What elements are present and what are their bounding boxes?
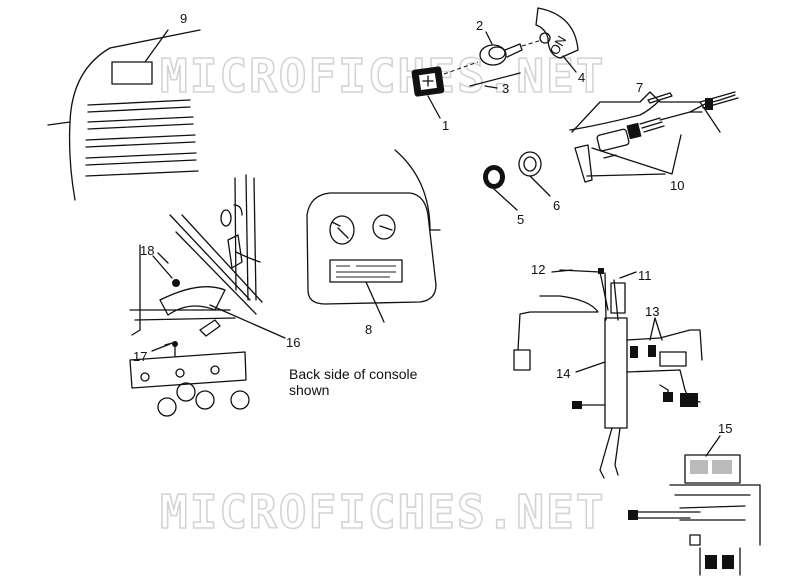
label-3: 3 <box>502 81 509 96</box>
choke-cable-assembly <box>569 91 739 183</box>
choke-hole <box>372 214 396 240</box>
label-1: 1 <box>442 118 449 133</box>
choke-body <box>596 128 630 152</box>
label-14: 14 <box>556 366 570 381</box>
choke-knob <box>574 144 593 183</box>
label-2: 2 <box>476 18 483 33</box>
washers <box>483 151 542 189</box>
label-12: 12 <box>531 262 545 277</box>
label-6: 6 <box>553 198 560 213</box>
wiring-harness <box>513 268 703 479</box>
grommet-18 <box>172 279 180 287</box>
label-5: 5 <box>517 212 524 227</box>
label-18: 18 <box>140 243 154 258</box>
label-11: 11 <box>638 268 652 283</box>
washer-6 <box>518 151 542 177</box>
label-13: 13 <box>645 304 659 319</box>
part-labels: 9 2 3 4 1 7 10 5 6 18 12 11 13 8 16 17 1… <box>133 11 732 436</box>
label-9: 9 <box>180 11 187 26</box>
frame-bracket <box>129 174 286 417</box>
connector-detail-15 <box>628 454 761 576</box>
hood-panel <box>47 29 201 201</box>
vent-slots <box>85 99 199 177</box>
console-back-view <box>306 149 441 323</box>
leader-lines <box>144 29 721 457</box>
key-switch-hole <box>329 215 355 245</box>
warning-decal-8 <box>329 259 403 283</box>
label-17: 17 <box>133 349 147 364</box>
label-4: 4 <box>578 70 585 85</box>
label-7: 7 <box>636 80 643 95</box>
caption-line-2: shown <box>289 382 329 398</box>
harness-tube-14 <box>604 317 628 429</box>
connector-left <box>513 349 531 371</box>
watermark-bottom: MICROFICHES.NET <box>160 485 605 539</box>
watermark-top: MICROFICHES.NET <box>160 49 605 103</box>
connector-right <box>680 393 698 407</box>
key-switch-group: ON <box>411 7 579 97</box>
key-switch-2 <box>479 44 507 66</box>
caption-line-1: Back side of console <box>289 366 418 382</box>
decal-9 <box>111 61 153 85</box>
label-15: 15 <box>718 421 732 436</box>
switch-decal-4 <box>535 7 579 59</box>
label-8: 8 <box>365 322 372 337</box>
label-16: 16 <box>286 335 300 350</box>
label-10: 10 <box>670 178 684 193</box>
